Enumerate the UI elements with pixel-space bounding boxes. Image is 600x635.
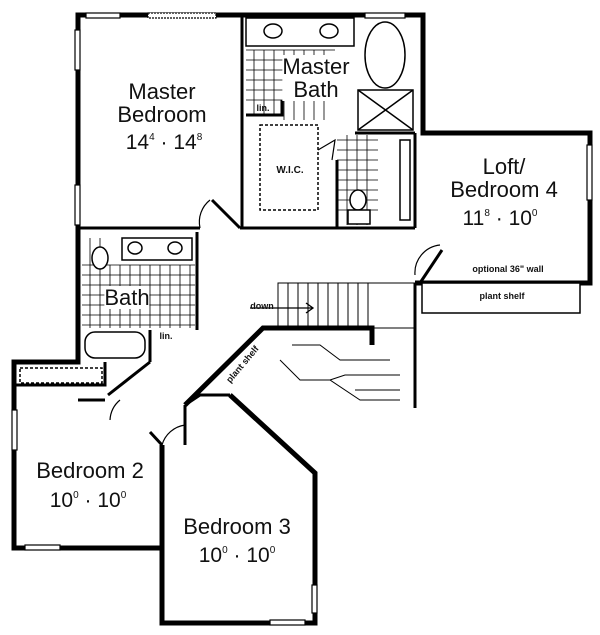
master-bedroom-dimensions: 144 · 148 <box>125 131 203 154</box>
fixtures <box>19 17 581 384</box>
door-swings <box>109 138 444 446</box>
closet-shelf <box>19 367 103 384</box>
linen-closet-label: lin. <box>256 103 270 113</box>
toilet-icon <box>349 189 367 211</box>
room-name: Bath <box>293 77 339 103</box>
loft-dimensions: 118 · 100 <box>462 207 538 230</box>
wic-label: W.I.C. <box>276 165 304 176</box>
window <box>85 12 121 19</box>
room-name: Master <box>128 79 196 104</box>
optional-wall-note: optional 36" wall <box>472 264 544 274</box>
room-name: Bedroom <box>117 102 207 128</box>
window <box>74 184 81 226</box>
sink-icon <box>263 23 283 39</box>
bathtub-icon <box>84 331 146 359</box>
window <box>11 409 18 451</box>
interior-walls <box>14 15 417 447</box>
bedroom2-label: Bedroom 2 <box>36 458 144 483</box>
window <box>269 619 306 626</box>
stairs-down-label: down <box>250 301 274 311</box>
wall-bath-outer <box>11 228 162 551</box>
window <box>24 544 61 551</box>
linen-closet-label: lin. <box>159 331 173 341</box>
wic-shelf <box>259 124 319 211</box>
bedroom3-label: Bedroom 3 <box>183 514 291 539</box>
arrow-down-icon <box>250 302 315 314</box>
bedroom2-dimensions: 100 · 100 <box>49 489 127 512</box>
staircase <box>250 282 416 401</box>
room-name: Loft/ <box>482 154 526 179</box>
bath-label: Bath <box>104 285 150 310</box>
closet-shelf <box>399 139 411 221</box>
room-name: Bedroom 4 <box>450 177 558 203</box>
sink-icon <box>167 241 183 255</box>
exterior-walls <box>11 12 593 626</box>
window <box>74 29 81 71</box>
window <box>364 12 406 19</box>
master-bedroom-label: Master Bedroom <box>117 80 206 126</box>
window <box>311 584 318 614</box>
plant-shelf <box>421 282 581 314</box>
master-bath-label: Master Bath <box>282 54 350 103</box>
window <box>147 12 217 19</box>
windows <box>11 12 593 626</box>
wall-diagonal-hall <box>183 325 375 407</box>
bedroom3-dimensions: 100 · 100 <box>198 544 276 567</box>
room-name: Master <box>282 54 350 79</box>
plant-shelf-label: plant shelf <box>479 291 525 301</box>
sink-icon <box>127 241 143 255</box>
bathtub-icon <box>364 21 406 89</box>
wall-master-outer <box>75 12 593 286</box>
wall-bedroom3-outer <box>159 393 318 626</box>
sink-icon <box>319 23 339 39</box>
window <box>586 144 593 201</box>
toilet-icon <box>91 246 109 270</box>
loft-label: Loft/ Bedroom 4 <box>450 155 558 201</box>
